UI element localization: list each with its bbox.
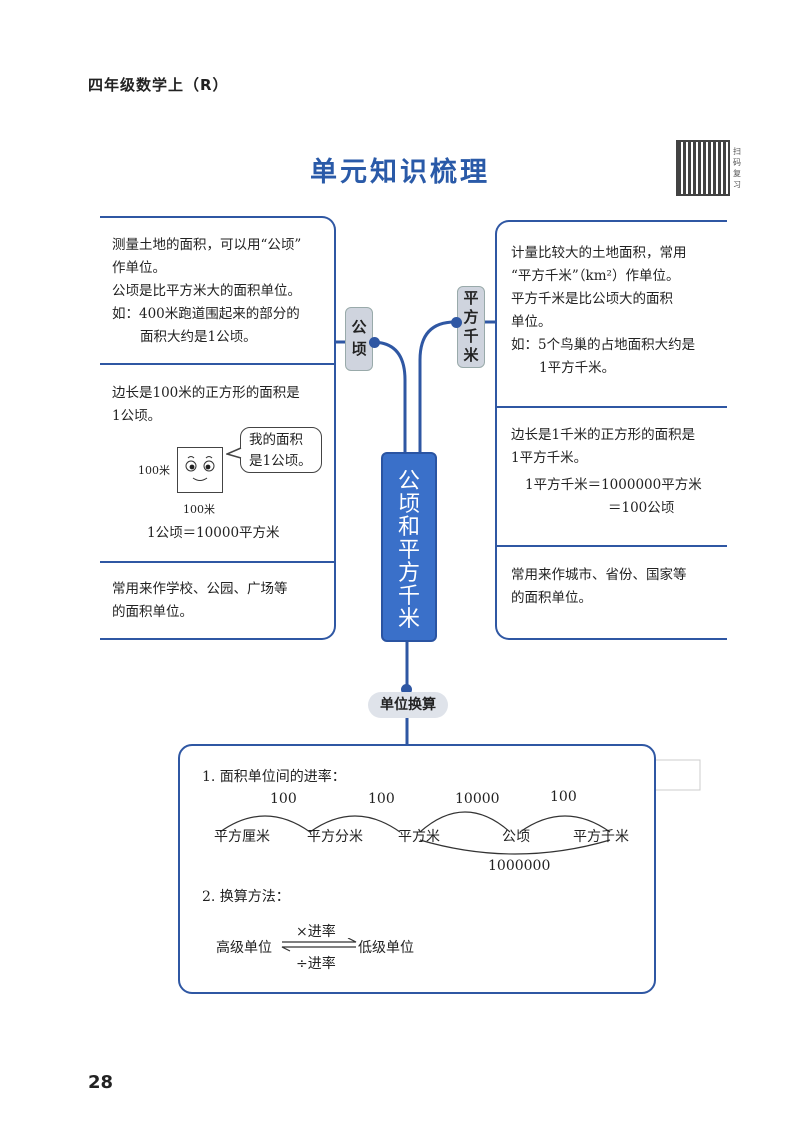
speech-bubble: 我的面积 是1公顷。: [240, 427, 322, 473]
connector-dot: [369, 337, 380, 348]
unit-label: 平方千米: [573, 829, 629, 845]
central-topic: 公 顷 和 平 方 千 米: [381, 452, 437, 642]
rate-label: 10000: [455, 791, 500, 807]
big-rate-label: 1000000: [488, 858, 551, 874]
conversion-heading-1: 1. 面积单位间的进率：: [202, 769, 346, 785]
page-title: 单元知识梳理: [310, 157, 490, 188]
conversion-panel: [178, 744, 656, 994]
low-unit-label: 低级单位: [358, 940, 414, 956]
unit-label: 平方厘米: [214, 829, 270, 845]
rate-label: 100: [368, 791, 395, 807]
sqkm-definition: 计量比较大的土地面积，常用 “平方千米”（km²）作单位。 平方千米是比公顷大的…: [511, 245, 696, 376]
bottom-label: 100米: [183, 503, 215, 516]
high-unit-label: 高级单位: [216, 940, 272, 956]
central-topic-char: 米: [397, 607, 420, 632]
unit-label: 平方米: [398, 829, 440, 845]
conversion-heading-2: 2. 换算方法：: [202, 889, 290, 905]
qr-code-icon[interactable]: [676, 140, 730, 196]
square-face-icon: [177, 447, 223, 493]
tag-sqkm: 平 方 千 米: [457, 286, 485, 368]
divide-label: ÷进率: [296, 956, 336, 972]
connector-dot: [401, 684, 412, 695]
divider: [100, 561, 334, 563]
book-header: 四年级数学上（R）: [88, 76, 229, 94]
page-number: 28: [88, 1072, 114, 1093]
sqkm-panel: 计量比较大的土地面积，常用 “平方千米”（km²）作单位。 平方千米是比公顷大的…: [495, 220, 727, 640]
rate-diagram: [219, 811, 611, 855]
hectare-definition: 测量土地的面积，可以用“公顷” 作单位。 公顷是比平方米大的面积单位。 如：40…: [112, 237, 302, 345]
qr-label: 扫码复习: [733, 147, 741, 189]
sqkm-usage: 常用来作城市、省份、国家等 的面积单位。: [511, 567, 687, 606]
hectare-square-example: 边长是100米的正方形的面积是 1公顷。: [112, 385, 300, 424]
hectare-formula: 1公顷＝10000平方米: [147, 525, 280, 541]
bubble-tail-icon: [226, 447, 242, 459]
hectare-usage: 常用来作学校、公园、广场等 的面积单位。: [112, 581, 288, 620]
unit-label: 公顷: [502, 829, 530, 845]
rate-label: 100: [270, 791, 297, 807]
multiply-label: ×进率: [296, 924, 336, 940]
divider: [497, 545, 727, 547]
unit-label: 平方分米: [307, 829, 363, 845]
sqkm-square-example: 边长是1千米的正方形的面积是 1平方千米。 1平方千米＝1000000平方米 ＝…: [511, 427, 702, 516]
divider: [497, 406, 727, 408]
rate-label: 100: [550, 789, 577, 805]
tag-conversion: 单位换算: [368, 692, 448, 718]
divider: [100, 363, 334, 365]
side-label: 100米: [138, 464, 170, 477]
connector-dot: [451, 317, 462, 328]
double-arrow-icon: [281, 938, 357, 952]
